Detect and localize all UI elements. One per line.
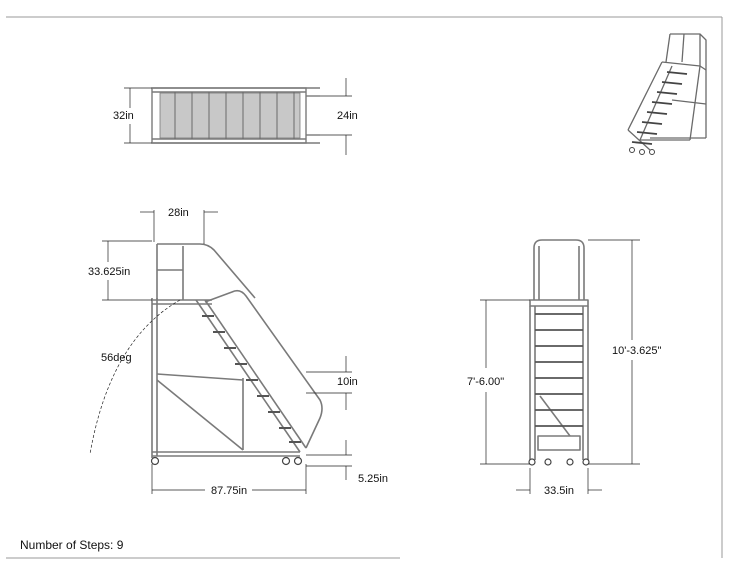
number-of-steps-caption: Number of Steps: 9 <box>20 538 123 552</box>
side-view: 28in 33.625in 56deg 10in 5.25in 87.75in <box>88 207 388 497</box>
platform-height-label: 7'-6.00" <box>467 376 504 388</box>
angle-arc <box>89 299 181 455</box>
front-steps <box>535 313 583 427</box>
isometric-view <box>627 33 707 155</box>
top-step-depth-label: 10in <box>337 376 358 388</box>
front-casters <box>528 458 590 466</box>
iso-steps <box>631 71 688 145</box>
side-steps <box>202 315 301 443</box>
angle-label: 56deg <box>101 352 132 364</box>
handrail-height-label: 33.625in <box>88 266 130 278</box>
top-width-label: 32in <box>113 110 134 122</box>
base-length-label: 87.75in <box>211 485 247 497</box>
front-view: 7'-6.00" 10'-3.625" 33.5in <box>467 239 662 497</box>
base-width-label: 33.5in <box>544 485 574 497</box>
tread-rungs <box>174 92 295 139</box>
sheet-border <box>6 16 723 559</box>
platform-depth-label: 28in <box>168 207 189 219</box>
bottom-clearance-label: 5.25in <box>358 473 388 485</box>
side-casters <box>150 456 303 466</box>
steps-label: Number of Steps: <box>20 538 114 552</box>
overall-height-label: 10'-3.625" <box>612 345 662 357</box>
steps-value: 9 <box>116 538 124 552</box>
top-view: 32in 24in <box>113 78 358 155</box>
top-platform-label: 24in <box>337 110 358 122</box>
iso-casters <box>629 147 655 155</box>
